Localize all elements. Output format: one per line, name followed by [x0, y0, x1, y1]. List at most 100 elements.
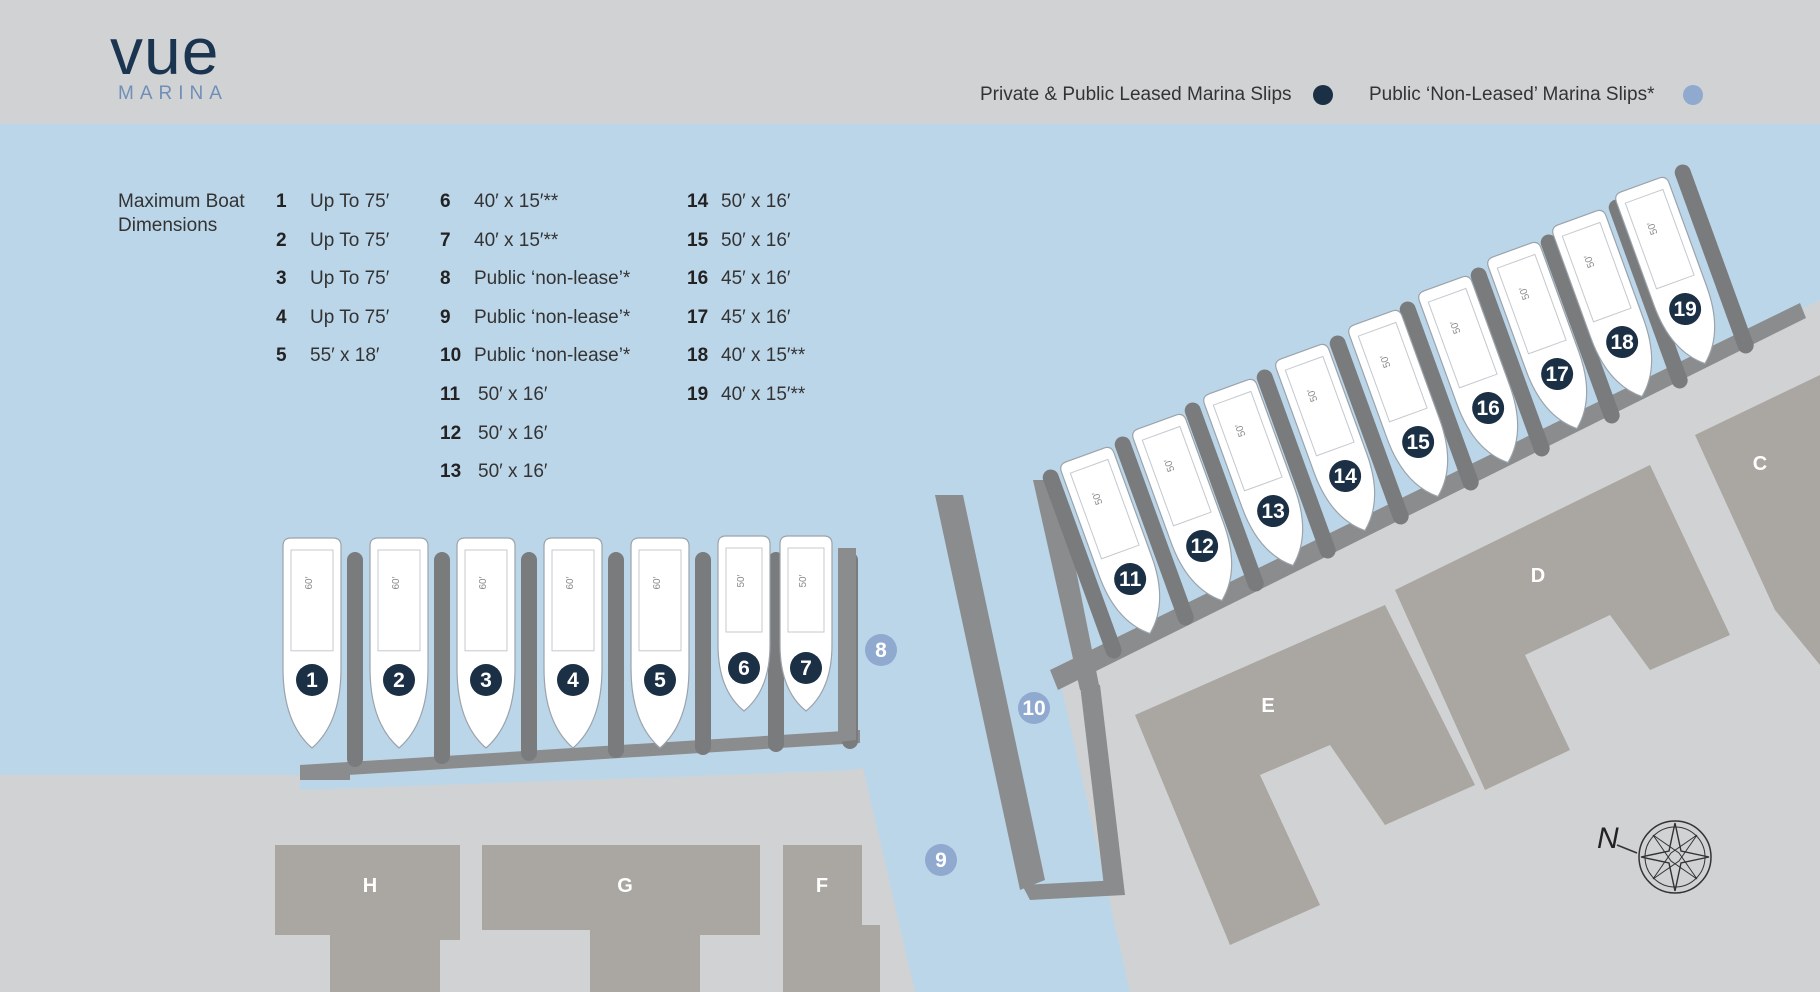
slip-marker-10[interactable]: 10 — [1018, 692, 1050, 724]
building-h[interactable] — [275, 845, 460, 992]
slip-dimension: 45′ x 16′ — [721, 268, 791, 290]
header-bar: vue MARINA Private & Public Leased Marin… — [0, 0, 1820, 124]
slip-dimension: 50′ x 16′ — [478, 422, 548, 444]
slip-number: 6 — [738, 657, 750, 680]
boat-deck — [1357, 321, 1428, 423]
boat-deck — [1069, 458, 1140, 560]
slip-number: 13 — [440, 461, 462, 483]
dock-finger — [1184, 402, 1264, 592]
channel-water — [860, 700, 1130, 992]
boat-length-label: 50′ — [1583, 253, 1598, 269]
dimension-row: 3 Up To 75′ — [276, 268, 389, 290]
boat-slip-11[interactable]: 50′ 11 — [1059, 445, 1177, 643]
dimensions-title-line2: Dimensions — [118, 215, 218, 236]
boat-slip-12[interactable]: 50′12 — [1131, 412, 1249, 610]
dock-finger — [521, 552, 537, 761]
boat-deck — [1624, 188, 1695, 290]
boat-slip-6[interactable]: 50′6 — [717, 535, 771, 712]
central-dock — [935, 495, 1045, 890]
slip-number: 11 — [1119, 568, 1142, 591]
slip-marker-3 — [470, 664, 502, 696]
slip-marker-6 — [728, 652, 760, 684]
slip-number: 17 — [1545, 363, 1568, 386]
compass-pointer — [1616, 844, 1638, 854]
boat-length-label: 50′ — [1091, 490, 1106, 506]
boat-hull — [456, 537, 516, 749]
slip-dimension: Public ‘non-lease’* — [474, 268, 631, 290]
boat-slip-13[interactable]: 50′13 — [1202, 377, 1320, 575]
building-g[interactable] — [482, 845, 760, 992]
building-f[interactable] — [783, 845, 880, 992]
east-pier-main — [1050, 303, 1806, 690]
boat-slip-4[interactable]: 60′4 — [543, 537, 603, 749]
slip-number: 15 — [687, 229, 709, 251]
slip-dimension: Up To 75′ — [310, 268, 390, 290]
boat-slip-5[interactable]: 60′5 — [630, 537, 690, 749]
boat-slip-19[interactable]: 50′19 — [1614, 175, 1732, 373]
boat-slip-14[interactable]: 50′14 — [1274, 342, 1392, 540]
slip-marker-5 — [644, 664, 676, 696]
dock-finger — [347, 552, 363, 767]
slip-number: 6 — [440, 191, 451, 212]
boat-slip-15[interactable]: 50′15 — [1347, 308, 1465, 506]
building-label-g: G — [617, 875, 633, 897]
slip-dimension: Up To 75′ — [310, 191, 390, 212]
slip-dimension: 40′ x 15′** — [721, 384, 806, 405]
compass-label: N — [1597, 822, 1619, 855]
building-e[interactable] — [1135, 605, 1475, 945]
slip-number: 7 — [800, 657, 812, 680]
boat-slip-16[interactable]: 50′ 16 — [1417, 274, 1535, 472]
boat-length-label: 50′ — [1163, 457, 1178, 473]
building-c[interactable] — [1695, 375, 1820, 665]
boat-length-label: 60′ — [652, 576, 663, 589]
boat-deck — [1212, 390, 1283, 492]
slip-marker-9[interactable]: 9 — [925, 844, 957, 876]
boat-hull — [630, 537, 690, 749]
slip-number: 2 — [276, 229, 287, 251]
boat-slip-3[interactable]: 60′ 3 — [456, 537, 516, 749]
boat-length-label: 60′ — [478, 576, 489, 589]
boat-slip-18[interactable]: 50′18 — [1551, 208, 1669, 406]
boat-length-label: 50′ — [1518, 285, 1533, 301]
boat-slip-1[interactable]: 60′1 — [282, 537, 342, 749]
slip-number: 3 — [276, 268, 287, 290]
slip-dimension: 50′ x 16′ — [721, 191, 791, 212]
boat-slip-17[interactable]: 50′ 17 — [1486, 240, 1604, 438]
slip-marker-18 — [1606, 326, 1639, 359]
slip-number: 3 — [480, 669, 492, 692]
slip-marker-11 — [1114, 563, 1147, 596]
boat-slip-7[interactable]: 50′7 — [779, 535, 833, 712]
boat-slip-2[interactable]: 60′2 — [369, 537, 429, 749]
slip-dimension: 45′ x 16′ — [721, 306, 791, 328]
slip-number: 10 — [1022, 697, 1045, 720]
dock-finger — [1470, 267, 1550, 457]
boat-hull — [369, 537, 429, 749]
dock-finger — [1399, 301, 1479, 491]
slip-dimension: 50′ x 16′ — [478, 461, 548, 483]
slip-number: 8 — [875, 639, 887, 662]
slip-number: 18 — [687, 345, 709, 367]
dimension-row: 6 40′ x 15′** — [440, 191, 558, 213]
dimension-row: 14 50′ x 16′ — [687, 191, 790, 213]
slip-number: 16 — [1476, 397, 1499, 420]
slip-dimension: Public ‘non-lease’* — [474, 345, 631, 367]
boat-length-label: 50′ — [1234, 422, 1249, 438]
slip-dimension: Public ‘non-lease’* — [474, 306, 631, 328]
slip-marker-8[interactable]: 8 — [865, 634, 897, 666]
boat-length-label: 60′ — [565, 576, 576, 589]
slip-number: 14 — [687, 191, 709, 212]
building-d[interactable] — [1395, 465, 1730, 790]
slip-number: 15 — [1406, 431, 1430, 454]
slip-dimension: Up To 75′ — [310, 229, 390, 251]
slip-marker-7 — [790, 652, 822, 684]
building-label-e: E — [1261, 695, 1274, 717]
dimensions-title-line1: Maximum Boat — [118, 191, 245, 212]
slip-dimension: 40′ x 15′** — [474, 191, 559, 212]
